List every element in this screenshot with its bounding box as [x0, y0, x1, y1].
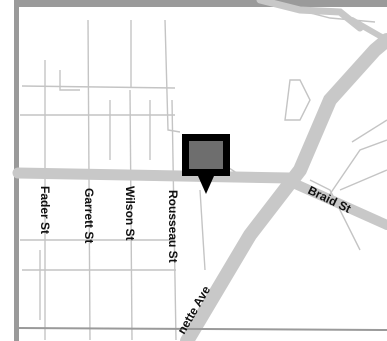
road-avenue — [180, 33, 387, 341]
road-bottom-edge — [17, 327, 387, 331]
map-frame-top — [14, 0, 387, 7]
road-north-east-upper — [164, 19, 181, 133]
street-label-rousseau: Rousseau St — [166, 190, 180, 263]
map-pin-fill — [189, 141, 223, 169]
road-braid-st — [277, 173, 387, 230]
road-rousseau-east — [199, 189, 206, 271]
street-label-garrett: Garrett St — [82, 188, 96, 243]
road-wilson-line — [129, 89, 133, 341]
road-small-block — [59, 70, 80, 91]
road-rousseau-line — [171, 99, 177, 341]
map-pin-icon[interactable] — [182, 134, 230, 194]
road-east-2 — [339, 169, 387, 191]
road-main-east-west — [12, 167, 296, 184]
road-east-1 — [351, 119, 387, 143]
road-top-arc — [256, 0, 364, 32]
street-label-wilson: Wilson St — [123, 186, 137, 241]
road-east-west-upper — [21, 85, 176, 89]
map-pin-pointer — [198, 176, 214, 194]
major-roads — [12, 0, 387, 341]
road-southeast — [309, 179, 361, 251]
block-outline-1 — [284, 79, 311, 121]
road-garrett-line — [87, 19, 91, 341]
street-label-fader: Fader St — [38, 186, 52, 234]
road-east-3 — [329, 139, 387, 195]
